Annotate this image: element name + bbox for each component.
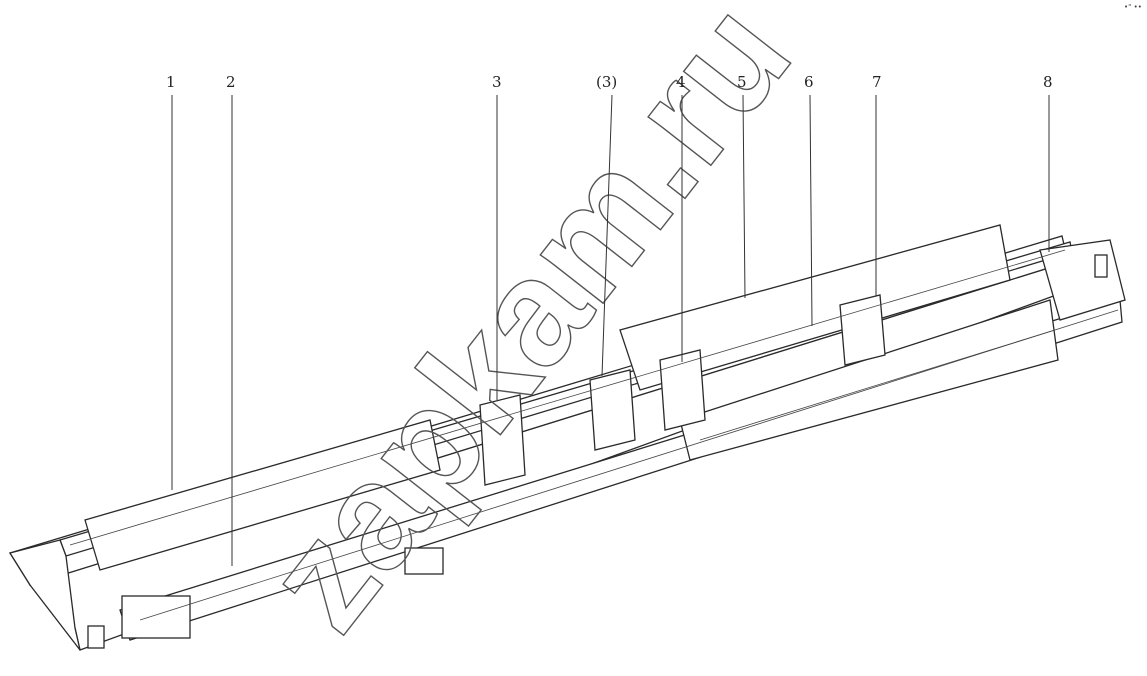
rail-detail-line: [699, 329, 1056, 441]
leader-line-6: [809, 94, 813, 327]
callout-2: 2: [226, 73, 236, 91]
callout-6: 6: [804, 73, 814, 91]
front-bracket: [87, 625, 105, 649]
leader-line-5: [742, 94, 746, 299]
callout-8: 8: [1043, 73, 1053, 91]
reinforcement-plate-front: [84, 419, 441, 571]
rail-detail-line: [69, 249, 1066, 546]
leader-line-3-paren: [601, 94, 613, 377]
rear-hook: [1094, 254, 1108, 278]
callout-1: 1: [166, 73, 176, 91]
callout-3-paren: (3): [596, 73, 617, 91]
rear-lower-plate: [121, 595, 191, 639]
cross-member-3: [479, 394, 526, 486]
front-cross-member: [8, 539, 81, 651]
callout-3: 3: [492, 73, 502, 91]
callout-4: 4: [676, 73, 686, 91]
callouts: 1 2 3 (3) 4 5 6 7 8: [166, 73, 1053, 566]
corner-mark: •" ••: [1124, 3, 1142, 11]
cross-member-4: [659, 349, 706, 431]
cross-member-3b: [589, 369, 636, 451]
reinforcement-plate-upper: [619, 224, 1011, 391]
chassis-frame: [8, 224, 1126, 651]
rail-detail-line: [139, 309, 1119, 621]
callout-5: 5: [737, 73, 747, 91]
center-bracket: [404, 547, 444, 575]
callout-7: 7: [872, 73, 882, 91]
cross-member-7: [839, 294, 886, 366]
